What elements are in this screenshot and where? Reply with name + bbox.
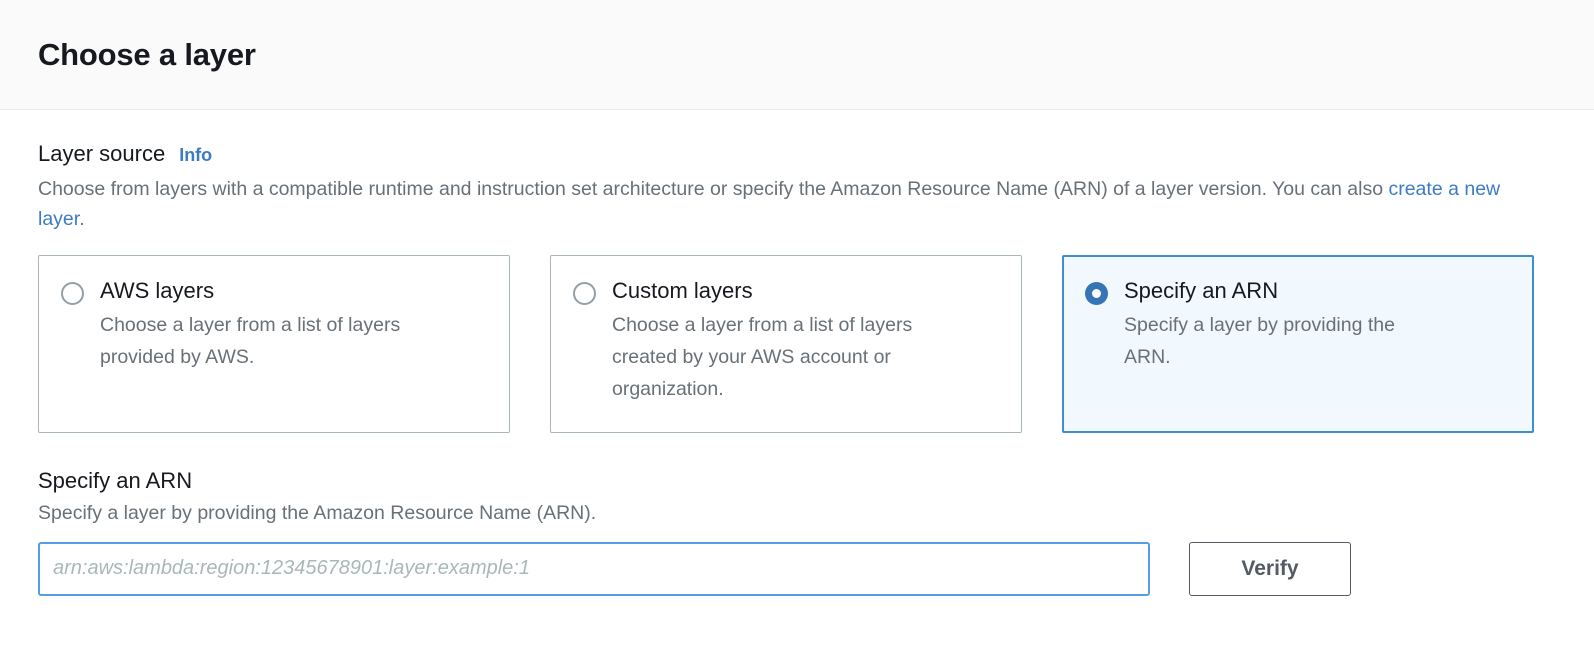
option-description: Choose a layer from a list of layers cre… bbox=[612, 314, 913, 400]
radio-row: Specify an ARN Specify a layer by provid… bbox=[1085, 278, 1509, 374]
option-title: Custom layers bbox=[612, 278, 753, 304]
arn-input[interactable] bbox=[38, 541, 1150, 596]
layer-source-description: Choose from layers with a compatible run… bbox=[38, 174, 1508, 236]
option-description: Choose a layer from a list of layers pro… bbox=[100, 314, 401, 369]
radio-row: Custom layers Choose a layer from a list… bbox=[573, 278, 997, 405]
radio-row: AWS layers Choose a layer from a list of… bbox=[61, 278, 485, 374]
modal-header: Choose a layer bbox=[0, 0, 1594, 110]
radio-texts: AWS layers Choose a layer from a list of… bbox=[100, 278, 485, 374]
modal-body: Layer source Info Choose from layers wit… bbox=[0, 110, 1594, 596]
layer-source-option-custom-layers[interactable]: Custom layers Choose a layer from a list… bbox=[550, 255, 1022, 434]
option-description: Specify a layer by providing the ARN. bbox=[1124, 314, 1395, 369]
radio-icon[interactable] bbox=[61, 282, 84, 306]
layer-source-option-specify-arn[interactable]: Specify an ARN Specify a layer by provid… bbox=[1062, 255, 1534, 434]
layer-source-label-row: Layer source Info bbox=[38, 140, 1556, 168]
layer-source-option-aws-layers[interactable]: AWS layers Choose a layer from a list of… bbox=[38, 255, 510, 434]
layer-source-description-text: Choose from layers with a compatible run… bbox=[38, 177, 1389, 200]
radio-selected-icon[interactable] bbox=[1085, 282, 1108, 306]
verify-button[interactable]: Verify bbox=[1189, 541, 1351, 596]
layer-source-label: Layer source bbox=[38, 141, 166, 166]
radio-texts: Specify an ARN Specify a layer by provid… bbox=[1124, 278, 1509, 374]
arn-input-row: Verify bbox=[38, 541, 1556, 596]
create-new-layer-link[interactable]: create a new layer bbox=[38, 177, 1501, 231]
option-title: Specify an ARN bbox=[1124, 278, 1279, 304]
info-link[interactable]: Info bbox=[179, 145, 213, 165]
layer-source-options: AWS layers Choose a layer from a list of… bbox=[38, 255, 1556, 434]
page-title: Choose a layer bbox=[38, 36, 256, 72]
radio-texts: Custom layers Choose a layer from a list… bbox=[612, 278, 997, 405]
radio-icon[interactable] bbox=[573, 282, 596, 306]
arn-section-description: Specify a layer by providing the Amazon … bbox=[38, 501, 597, 524]
option-title: AWS layers bbox=[100, 278, 215, 304]
arn-section-title: Specify an ARN bbox=[38, 468, 193, 494]
layer-source-description-suffix: . bbox=[79, 208, 85, 231]
